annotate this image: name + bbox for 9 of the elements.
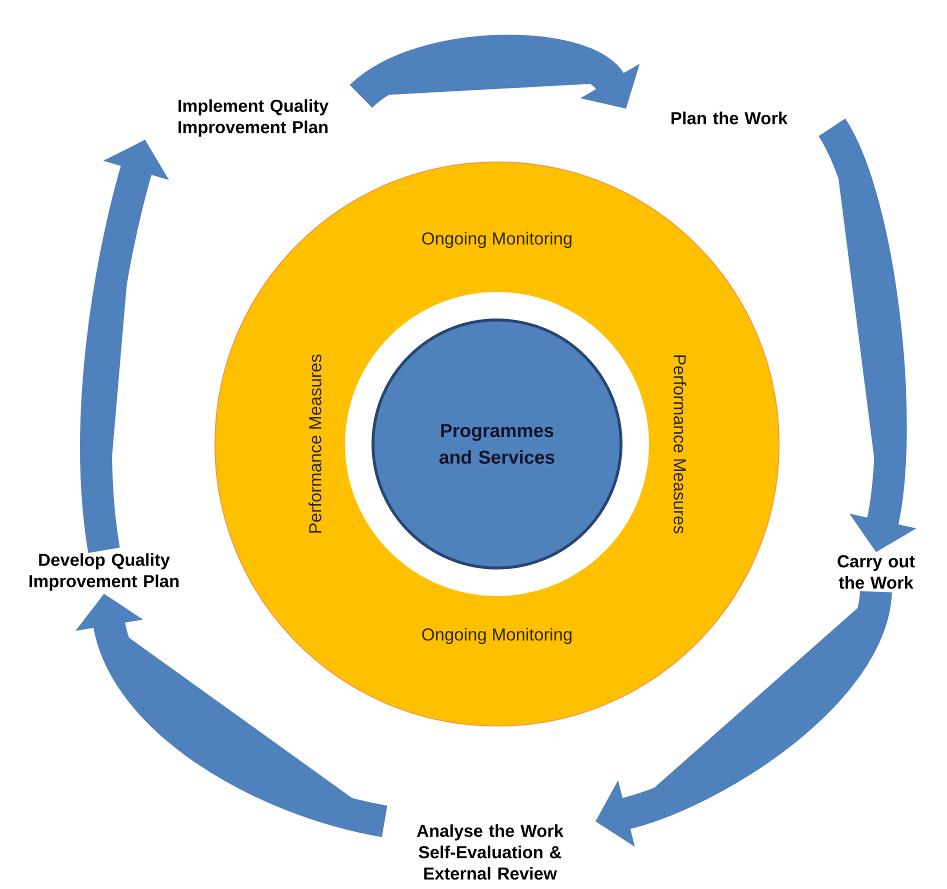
ring-label: Performance Measures <box>308 354 322 533</box>
ring-label: Ongoing Monitoring <box>422 232 572 248</box>
ring-label: Ongoing Monitoring <box>422 628 572 644</box>
step-label: Plan the Work <box>672 112 788 124</box>
step-label: Implement Quality Improvement Plan <box>178 99 329 137</box>
step-label: Analyse the Work Self-Evaluation & External Review <box>416 824 564 880</box>
step-label: Carry out the Work <box>838 555 915 589</box>
ring-label: Performance Measures <box>674 355 686 534</box>
step-label: Develop Quality Improvement Plan <box>30 553 179 591</box>
